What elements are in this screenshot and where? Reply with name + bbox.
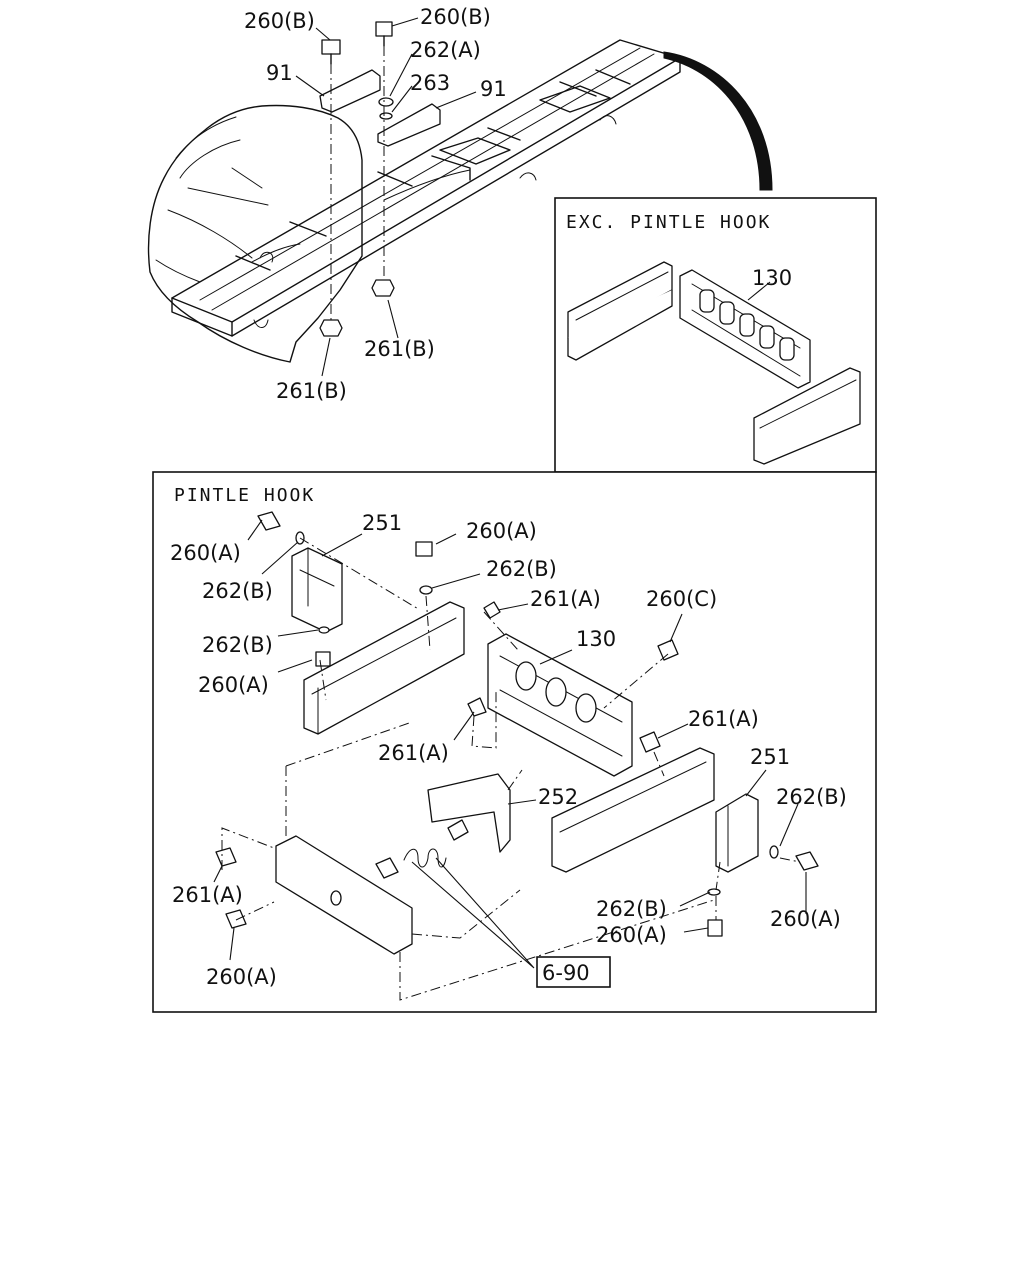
pintle-callout-252: 252 xyxy=(538,785,578,809)
reference-6-90[interactable]: 6-90 xyxy=(536,956,611,988)
pintle-callout-261a-center: 261(A) xyxy=(378,741,449,765)
callout-263: 263 xyxy=(410,71,450,95)
pintle-callout-260a-topcenter: 260(A) xyxy=(466,519,537,543)
pintle-callout-130: 130 xyxy=(576,627,616,651)
pintle-callout-260c: 260(C) xyxy=(646,587,717,611)
callout-262a: 262(A) xyxy=(410,38,481,62)
pintle-callout-260a-right: 260(A) xyxy=(770,907,841,931)
callout-261b-right: 261(B) xyxy=(364,337,435,361)
pintle-hook-panel: PINTLE HOOK xyxy=(152,471,877,1013)
pintle-callout-251-right: 251 xyxy=(750,745,790,769)
truck-chassis-drawing xyxy=(147,21,773,363)
callout-91-right: 91 xyxy=(480,77,507,101)
reference-label: 6-90 xyxy=(542,961,590,985)
pintle-callout-261a-right: 261(A) xyxy=(688,707,759,731)
pintle-callout-260a-bottomleft: 260(A) xyxy=(206,965,277,989)
callout-91-left: 91 xyxy=(266,61,293,85)
pintle-callout-262b-center: 262(B) xyxy=(486,557,557,581)
pintle-callout-260a-left: 260(A) xyxy=(198,673,269,697)
pintle-callout-262b-lowerleft: 262(B) xyxy=(202,633,273,657)
pintle-hook-title: PINTLE HOOK xyxy=(174,485,315,506)
callout-260b-right: 260(B) xyxy=(420,5,491,29)
pintle-callout-260a-topleft: 260(A) xyxy=(170,541,241,565)
exc-pintle-hook-panel: EXC. PINTLE HOOK 130 xyxy=(554,197,877,473)
pintle-callout-262b-bottom: 262(B) xyxy=(596,897,667,921)
callout-261b-left: 261(B) xyxy=(276,379,347,403)
pintle-callout-262b-right: 262(B) xyxy=(776,785,847,809)
pintle-callout-260a-bottom: 260(A) xyxy=(596,923,667,947)
pintle-callout-251-left: 251 xyxy=(362,511,402,535)
top-leaders xyxy=(295,17,477,377)
callout-260b-left: 260(B) xyxy=(244,9,315,33)
pintle-callout-261a-bottomleft: 261(A) xyxy=(172,883,243,907)
exc-callout-130: 130 xyxy=(752,266,792,290)
pintle-callout-261a-top: 261(A) xyxy=(530,587,601,611)
exc-pintle-hook-title: EXC. PINTLE HOOK xyxy=(566,212,771,233)
pintle-callout-262b-upper: 262(B) xyxy=(202,579,273,603)
top-callouts: 260(B) 260(B) 262(A) 91 263 91 261(B) 26… xyxy=(244,5,507,403)
